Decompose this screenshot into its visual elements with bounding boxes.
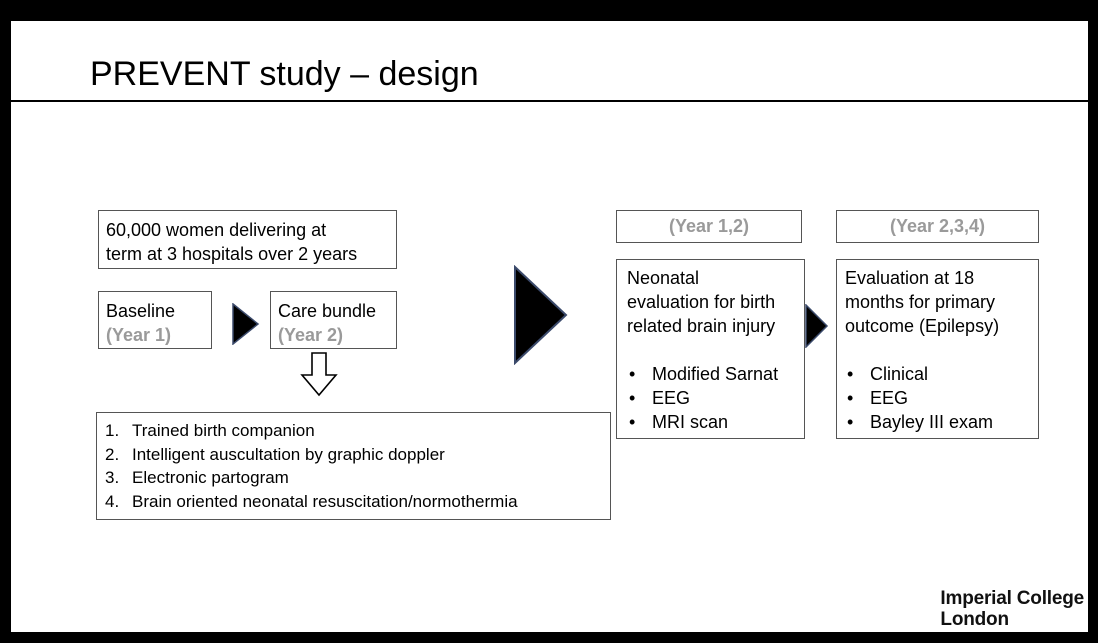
baseline-year: (Year 1) <box>106 325 172 345</box>
list-item: 1.Trained birth companion <box>105 421 315 440</box>
neonatal-line-3: related brain injury <box>627 316 776 336</box>
cohort-line-2: term at 3 hospitals over 2 years <box>106 244 358 264</box>
large-arrow-right-icon <box>514 265 568 365</box>
care-bundle-box: Care bundle (Year 2) <box>270 291 397 349</box>
list-item: MRI scan <box>627 410 804 434</box>
followup-line-3: outcome (Epilepsy) <box>845 316 1000 336</box>
imperial-college-logo: Imperial College London <box>940 588 1084 630</box>
interventions-list: 1.Trained birth companion 2.Intelligent … <box>105 419 610 513</box>
interventions-box: 1.Trained birth companion 2.Intelligent … <box>96 412 611 520</box>
care-bundle-year: (Year 2) <box>278 325 344 345</box>
followup-assessments: Clinical EEG Bayley III exam <box>845 362 1038 434</box>
arrow-down-icon <box>300 352 338 397</box>
title-divider <box>11 100 1088 102</box>
cohort-box: 60,000 women delivering at term at 3 hos… <box>98 210 397 269</box>
neonatal-line-2: evaluation for birth <box>627 292 776 312</box>
list-item: Modified Sarnat <box>627 362 804 386</box>
neonatal-assessments: Modified Sarnat EEG MRI scan <box>627 362 804 434</box>
arrow-right-icon <box>232 303 260 345</box>
list-item: Bayley III exam <box>845 410 1038 434</box>
care-bundle-label: Care bundle <box>278 301 377 321</box>
followup-line-2: months for primary <box>845 292 996 312</box>
list-item: 2.Intelligent auscultation by graphic do… <box>105 444 445 464</box>
cohort-line-1: 60,000 women delivering at <box>106 220 327 240</box>
list-item: EEG <box>627 386 804 410</box>
neonatal-year-header: (Year 1,2) <box>616 210 802 243</box>
baseline-box: Baseline (Year 1) <box>98 291 212 349</box>
followup-box: Evaluation at 18 months for primary outc… <box>836 259 1039 439</box>
neonatal-line-1: Neonatal <box>627 268 700 288</box>
slide: PREVENT study – design 60,000 women deli… <box>11 21 1088 632</box>
followup-year-header: (Year 2,3,4) <box>836 210 1039 243</box>
slide-title: PREVENT study – design <box>90 55 479 93</box>
list-item: 3.Electronic partogram <box>105 468 289 487</box>
list-item: 4.Brain oriented neonatal resuscitation/… <box>105 491 518 511</box>
list-item: EEG <box>845 386 1038 410</box>
list-item: Clinical <box>845 362 1038 386</box>
followup-line-1: Evaluation at 18 <box>845 268 975 288</box>
arrow-right-icon <box>805 304 829 348</box>
baseline-label: Baseline <box>106 301 176 321</box>
neonatal-box: Neonatal evaluation for birth related br… <box>616 259 805 439</box>
